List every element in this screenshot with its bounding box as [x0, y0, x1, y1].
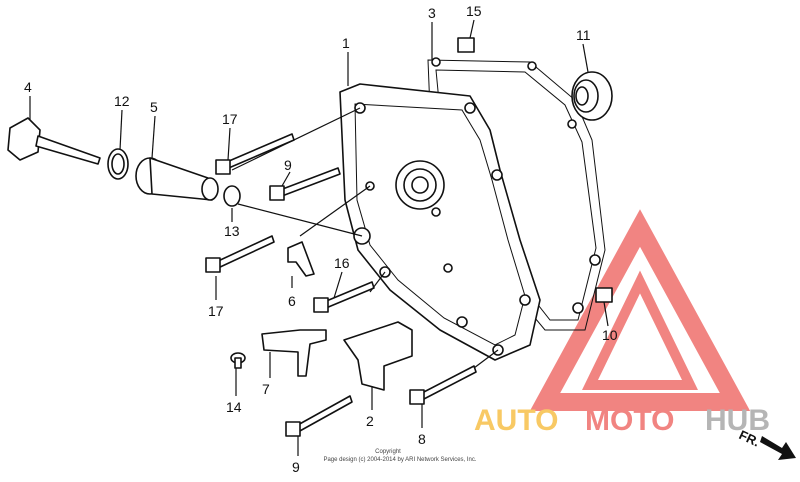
- dowel-pin-top: [457, 37, 475, 53]
- oil-dipstick: [7, 117, 101, 165]
- callout-3: 3: [428, 5, 436, 21]
- leader-lines: [29, 19, 609, 456]
- callout-13: 13: [224, 223, 240, 239]
- bolt-17-upper: [215, 133, 295, 175]
- clamp: [287, 241, 315, 277]
- watermark-logo: AUTO MOTO HUB: [474, 209, 770, 437]
- callout-8: 8: [418, 431, 426, 447]
- watermark-moto: MOTO: [585, 404, 674, 437]
- copyright-line2: Page design (c) 2004-2014 by ARI Network…: [323, 457, 476, 463]
- callout-14: 14: [226, 399, 242, 415]
- bolt-17-lower: [205, 235, 275, 273]
- callout-17-lower: 17: [208, 303, 224, 319]
- callout-9-upper: 9: [284, 157, 292, 173]
- callout-5: 5: [150, 99, 158, 115]
- arrow-icon: [760, 436, 796, 460]
- bolt-16: [313, 281, 375, 313]
- bolt-8: [409, 365, 477, 405]
- bolt-9-upper: [269, 167, 341, 201]
- callout-7: 7: [262, 381, 270, 397]
- stay-plate: [343, 321, 413, 391]
- bolt-14: [230, 352, 246, 369]
- bolt-9-lower: [285, 395, 353, 437]
- bearing: [571, 71, 613, 121]
- callout-16: 16: [334, 255, 350, 271]
- copyright-line1: Copyright: [375, 449, 401, 455]
- callout-15: 15: [466, 3, 482, 19]
- dowel-pin-bottom: [595, 287, 613, 303]
- callout-6: 6: [288, 293, 296, 309]
- callout-11: 11: [576, 27, 591, 43]
- callout-10: 10: [602, 327, 618, 343]
- oil-filler-neck: [135, 157, 219, 201]
- callout-2: 2: [366, 413, 374, 429]
- callouts: 1 2 3 4 5 6 7 8 9 9 10 11 12 13 14 15 16…: [24, 3, 618, 475]
- callout-9-lower: 9: [292, 459, 300, 475]
- watermark-auto: AUTO: [474, 404, 558, 437]
- clutch-cable-holder: [261, 329, 327, 377]
- callout-4: 4: [24, 79, 32, 95]
- right-crankcase-cover: [339, 83, 541, 361]
- callout-12: 12: [114, 93, 130, 109]
- watermark-hub: HUB: [705, 404, 770, 437]
- callout-1: 1: [342, 35, 350, 51]
- callout-17-upper: 17: [222, 111, 238, 127]
- washer: [223, 185, 241, 207]
